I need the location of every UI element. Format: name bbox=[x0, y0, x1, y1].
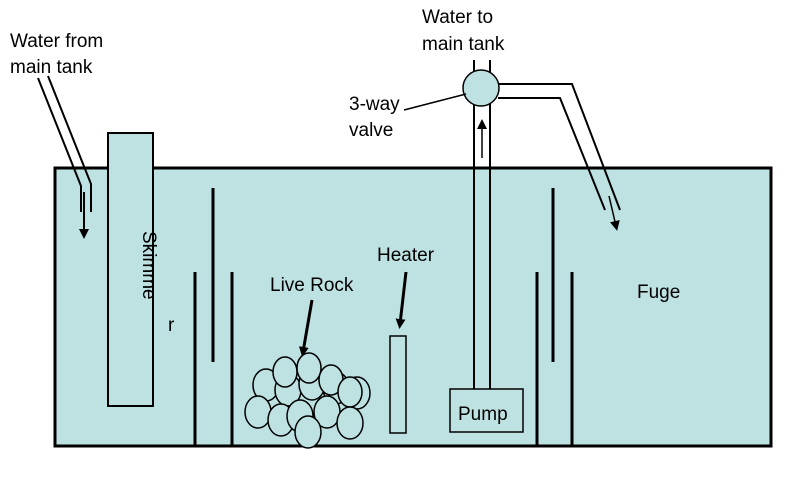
label-water-from-line1: Water from bbox=[10, 31, 103, 52]
label-water-to-line2: main tank bbox=[422, 34, 505, 55]
label-fuge: Fuge bbox=[637, 282, 680, 303]
label-live-rock: Live Rock bbox=[270, 275, 354, 296]
three-way-valve bbox=[462, 69, 500, 107]
return-pipe bbox=[473, 100, 491, 390]
baffles-right bbox=[535, 188, 574, 446]
label-water-from-line2: main tank bbox=[10, 57, 93, 78]
valve-pointer bbox=[403, 93, 467, 111]
inlet-pipe bbox=[37, 75, 92, 212]
fuge-flow-arrow bbox=[608, 195, 620, 231]
label-pump: Pump bbox=[458, 404, 508, 425]
tank-water bbox=[53, 166, 773, 448]
label-skimmer: Skimme bbox=[138, 231, 159, 300]
live-rock-pile bbox=[244, 352, 371, 449]
live-rock-pointer bbox=[298, 299, 314, 357]
pump-body bbox=[449, 388, 524, 433]
label-valve-line1: 3-way bbox=[349, 94, 400, 115]
label-heater: Heater bbox=[377, 245, 435, 266]
heater bbox=[389, 335, 407, 434]
skimmer-body bbox=[107, 132, 154, 407]
heater-pointer bbox=[395, 271, 408, 329]
baffles-left bbox=[193, 188, 234, 446]
label-water-to-line1: Water to bbox=[422, 7, 493, 28]
label-skimmer-tail: r bbox=[168, 315, 175, 336]
label-valve-line2: valve bbox=[349, 120, 393, 141]
fuge-feed-pipe bbox=[498, 83, 621, 211]
